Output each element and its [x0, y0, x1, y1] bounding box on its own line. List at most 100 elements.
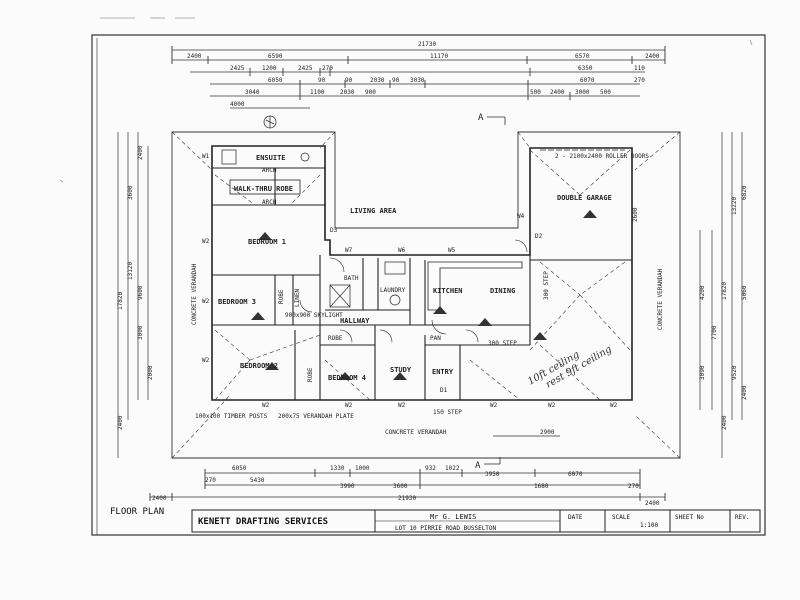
dim-r4-d: 900 — [365, 89, 376, 96]
title-client: Mr G. LEWIS — [430, 513, 476, 521]
dim-r2-e: 6350 — [578, 65, 593, 72]
label-roller-doors: 2 - 2100x2400 ROLLER DOORS — [555, 153, 649, 160]
label-verandah-right: CONCRETE VERANDAH — [657, 268, 664, 330]
dim-b3: 1000 — [355, 465, 370, 472]
section-a-bottom-label: A — [475, 461, 481, 471]
section-a-top-label: A — [478, 113, 484, 123]
room-robe-1: ROBE — [278, 289, 285, 304]
title-sheet-label: SHEET No — [675, 514, 704, 521]
dim-c3: 3990 — [340, 483, 355, 490]
label-verandah-bottom: CONCRETE VERANDAH — [385, 429, 447, 436]
room-robe-3: ROBE — [328, 335, 343, 342]
bottom-dimension-labels: 6050 1330 1000 932 1022 3950 6070 270 54… — [152, 429, 660, 507]
dim-top-end-right: 2400 — [645, 53, 660, 60]
label-verandah-plate: 200x75 VERANDAH PLATE — [278, 413, 354, 420]
tag-w6: W6 — [398, 247, 406, 254]
title-scale-label: SCALE — [612, 514, 630, 521]
dim-b5: 1022 — [445, 465, 460, 472]
tag-w4: W4 — [517, 213, 525, 220]
title-scale-value: 1:100 — [640, 522, 658, 529]
dim-b1: 6050 — [232, 465, 247, 472]
north-symbol — [263, 115, 277, 129]
dim-r5-a: 4000 — [230, 101, 245, 108]
label-step-300b: 300 STEP — [543, 271, 550, 300]
room-bedroom-1: BEDROOM 1 — [248, 238, 286, 246]
dim-right-i: 9520 — [731, 365, 738, 380]
dim-left-d: 2400 — [117, 415, 124, 430]
dim-b4: 932 — [425, 465, 436, 472]
dim-r4-h: 500 — [600, 89, 611, 96]
top-dimensions — [171, 46, 666, 109]
tag-d3: D3 — [330, 227, 338, 234]
tag-w7: W7 — [345, 247, 353, 254]
label-living-area: LIVING AREA — [350, 207, 397, 215]
dim-bottom-left: 2400 — [152, 495, 167, 502]
verandah-outline — [171, 131, 681, 459]
dim-left-e: 2400 — [137, 145, 144, 160]
title-firm: KENETT DRAFTING SERVICES — [198, 517, 328, 527]
dim-r3-g: 270 — [634, 77, 645, 84]
label-verandah-left: CONCRETE VERANDAH — [191, 263, 198, 325]
dim-b7: 6070 — [568, 471, 583, 478]
handwritten-note: 10ft ceiling rest 9ft ceiling — [526, 344, 614, 391]
dim-c1: 270 — [205, 477, 216, 484]
dim-r3-b2: 90 — [345, 77, 353, 84]
dim-r4-e: 500 — [530, 89, 541, 96]
label-arch-bottom: ARCH — [262, 199, 277, 206]
dim-r3-a: 6050 — [268, 77, 283, 84]
dim-left-a: 13120 — [127, 262, 134, 280]
dim-r3-c: 2030 — [370, 77, 385, 84]
tag-w1: W1 — [202, 153, 210, 160]
dim-left-overall: 17820 — [117, 292, 124, 310]
room-linen: LINEN — [294, 289, 301, 307]
dim-c6: 270 — [628, 483, 639, 490]
dim-r2-b: 1200 — [262, 65, 277, 72]
dim-overall-top: 21730 — [418, 41, 436, 48]
dim-left-g: 2000 — [147, 365, 154, 380]
title-rev-label: REV. — [735, 514, 749, 521]
dim-r2-f: 110 — [634, 65, 645, 72]
tag-w2c: W2 — [202, 357, 210, 364]
room-walk-thru-robe: WALK-THRU ROBE — [234, 185, 293, 193]
label-timber-posts: 100x100 TIMBER POSTS — [195, 413, 268, 420]
title-block: FLOOR PLAN KENETT DRAFTING SERVICES Mr G… — [110, 507, 761, 533]
top-dimension-labels: 21730 2400 6590 11170 6570 2400 2425 120… — [187, 41, 660, 108]
dim-r3-f: 6070 — [580, 77, 595, 84]
label-skylight: 900x900 SKYLIGHT — [285, 312, 343, 319]
tag-w2: W2 — [202, 238, 210, 245]
dim-top-end-left: 2400 — [187, 53, 202, 60]
dim-r2-d: 270 — [322, 65, 333, 72]
dim-b2: 1330 — [330, 465, 345, 472]
sheet-border — [91, 34, 766, 536]
tag-w2-bottom-c: W2 — [398, 402, 406, 409]
dim-left-b: 3600 — [127, 185, 134, 200]
dim-bottom-mid: 2900 — [540, 429, 555, 436]
tag-w2-bottom-f: W2 — [610, 402, 618, 409]
room-study: STUDY — [390, 366, 412, 374]
left-dimensions — [117, 132, 149, 458]
section-marker-bottom: A — [475, 457, 501, 471]
room-double-garage: DOUBLE GARAGE — [557, 194, 612, 202]
dim-c5: 1680 — [534, 483, 549, 490]
dim-r4-a: 3040 — [245, 89, 260, 96]
dim-right-overall: 17820 — [721, 282, 728, 300]
dim-bottom-overall: 21930 — [398, 495, 416, 502]
dim-right-j: 2600 — [632, 207, 639, 222]
bottom-dimensions — [149, 435, 666, 501]
label-step-300: 300 STEP — [488, 340, 517, 347]
room-hallway: HALLWAY — [340, 317, 370, 325]
title-floor-plan: FLOOR PLAN — [110, 507, 164, 517]
room-laundry: LAUNDRY — [380, 287, 406, 294]
title-date-label: DATE — [568, 514, 583, 521]
right-dimension-labels: 17820 13220 6820 5060 2400 4200 7700 309… — [632, 185, 748, 430]
dim-left-c: 3000 — [137, 325, 144, 340]
scan-marks — [59, 17, 753, 183]
dim-right-f: 7700 — [711, 325, 718, 340]
dim-r2-c: 2425 — [298, 65, 313, 72]
tag-d2: D2 — [535, 233, 543, 240]
dim-bottom-right: 2400 — [645, 500, 660, 507]
dim-right-a: 13220 — [731, 197, 738, 215]
dim-r2-a: 2425 — [230, 65, 245, 72]
exterior-labels: CONCRETE VERANDAH CONCRETE VERANDAH CONC… — [191, 263, 664, 436]
